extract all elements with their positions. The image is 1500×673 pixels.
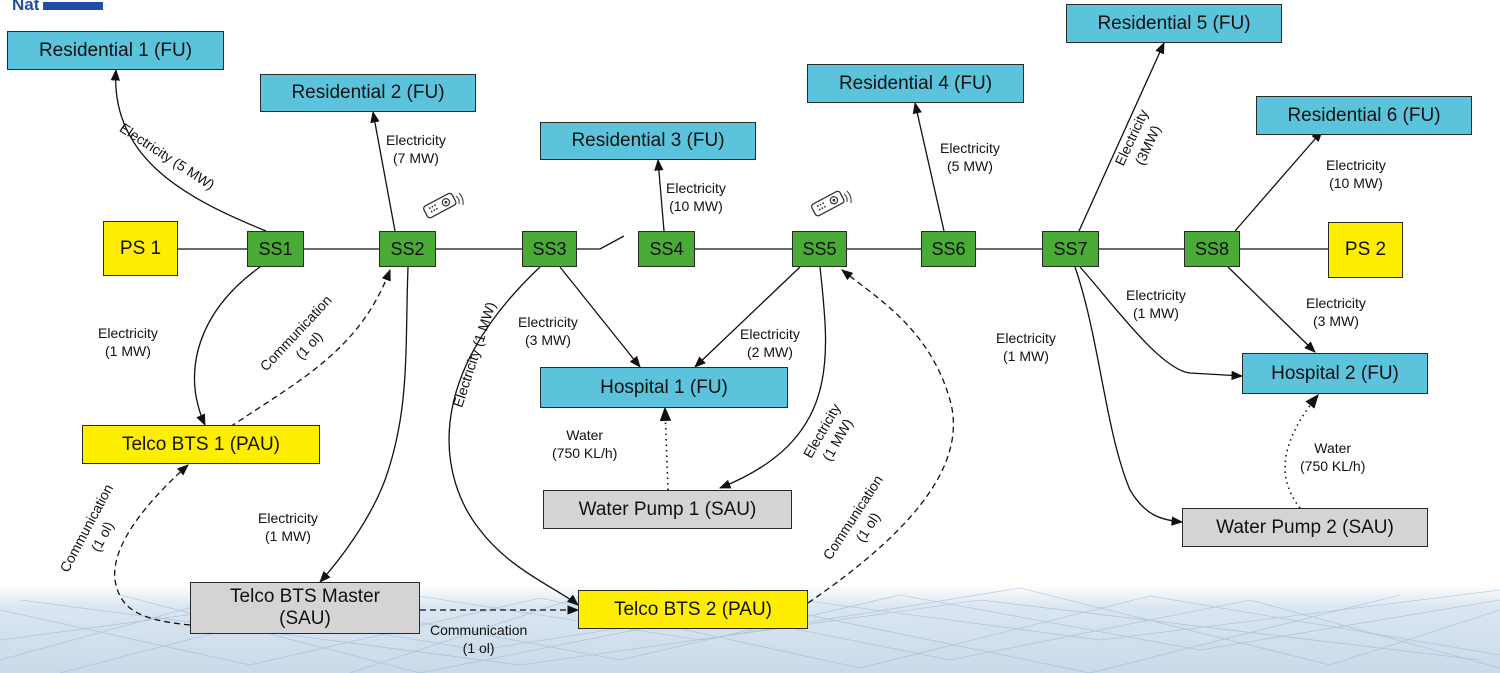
node-residential-1[interactable]: Residential 1 (FU) [7, 31, 224, 70]
node-residential-6[interactable]: Residential 6 (FU) [1256, 96, 1472, 135]
edge-ss5-hosp1 [694, 266, 801, 368]
edge-ss7-res5 [1078, 41, 1165, 232]
edge-ss8-res6 [1234, 130, 1323, 232]
edge-label-ss7-wp2: Electricity(1 MW) [996, 330, 1056, 364]
node-residential-4[interactable]: Residential 4 (FU) [807, 64, 1024, 103]
edge-wp2-hosp2 [1284, 393, 1319, 509]
node-ss7[interactable]: SS7 [1042, 231, 1099, 267]
edge-label-ss8-hosp2: Electricity(3 MW) [1306, 295, 1366, 329]
edge-btsm-bts1 [114, 464, 191, 626]
edge-label-ss1-bts1: Electricity(1 MW) [98, 325, 158, 359]
edge-ss1-bts1 [193, 266, 261, 427]
edge-label-ss2-res2: Electricity(7 MW) [386, 132, 446, 166]
node-ps-2[interactable]: PS 2 [1328, 222, 1403, 278]
node-ss3[interactable]: SS3 [522, 231, 577, 267]
node-ps-1[interactable]: PS 1 [103, 221, 178, 276]
edge-ss3-hosp1 [559, 266, 641, 368]
edge-label-wp2-hosp2: Water(750 KL/h) [1300, 440, 1366, 474]
node-ss4[interactable]: SS4 [638, 231, 695, 267]
node-residential-3[interactable]: Residential 3 (FU) [540, 122, 756, 160]
remote-control-icon [810, 190, 852, 217]
logo-text: Nat [12, 0, 40, 10]
edge-ss2-btsm [319, 266, 409, 583]
node-water-pump-2[interactable]: Water Pump 2 (SAU) [1182, 508, 1428, 547]
logo-bar [43, 2, 104, 10]
edge-label-ss6-res4: Electricity(5 MW) [940, 140, 1000, 174]
edge-ss8-hosp2 [1227, 266, 1316, 353]
node-hospital-2[interactable]: Hospital 2 (FU) [1242, 353, 1428, 394]
logo: Nat [0, 0, 178, 10]
edge-ss3-bts2 [448, 266, 579, 606]
node-telco-bts-2[interactable]: Telco BTS 2 (PAU) [578, 590, 808, 629]
edge-ss2-res2 [370, 110, 396, 232]
edge-label-ss7-hosp2: Electricity(1 MW) [1126, 287, 1186, 321]
edge-ss6-res4 [912, 101, 945, 232]
edge-ss3-switch [577, 235, 625, 250]
node-residential-5[interactable]: Residential 5 (FU) [1066, 4, 1282, 43]
edge-ss7-wp2 [1074, 266, 1184, 526]
edge-label-wp1-hosp1: Water(750 KL/h) [552, 427, 618, 461]
edge-bts1-ss2 [229, 268, 391, 428]
edge-ss1-res1 [110, 68, 267, 232]
node-telco-bts-master[interactable]: Telco BTS Master (SAU) [190, 582, 420, 634]
node-ss8[interactable]: SS8 [1184, 231, 1240, 267]
edge-label-ss3-hosp1: Electricity(3 MW) [518, 314, 578, 348]
edge-label-ss2-btsm: Electricity(1 MW) [258, 510, 318, 544]
edge-ss5-wp1 [718, 266, 827, 489]
remote-control-icon [422, 192, 464, 219]
node-ss2[interactable]: SS2 [379, 231, 436, 267]
edge-bts2-ss5 [807, 269, 955, 604]
node-ss6[interactable]: SS6 [921, 231, 976, 267]
edge-label-ss5-hosp1: Electricity(2 MW) [740, 326, 800, 360]
edge-ss4-res3 [654, 158, 665, 232]
edge-ss7-hosp2 [1079, 266, 1244, 381]
edge-label-btsm-bts2: Communication(1 ol) [430, 622, 528, 656]
node-hospital-1[interactable]: Hospital 1 (FU) [540, 367, 788, 408]
node-ss1[interactable]: SS1 [247, 231, 304, 267]
node-residential-2[interactable]: Residential 2 (FU) [260, 74, 476, 112]
edge-wp1-hosp1 [659, 406, 672, 491]
edge-label-ss4-res3: Electricity(10 MW) [666, 180, 726, 214]
node-telco-bts-1[interactable]: Telco BTS 1 (PAU) [82, 425, 320, 464]
node-ss5[interactable]: SS5 [792, 231, 847, 267]
edge-label-ss8-res6: Electricity(10 MW) [1326, 157, 1386, 191]
node-water-pump-1[interactable]: Water Pump 1 (SAU) [543, 490, 792, 529]
